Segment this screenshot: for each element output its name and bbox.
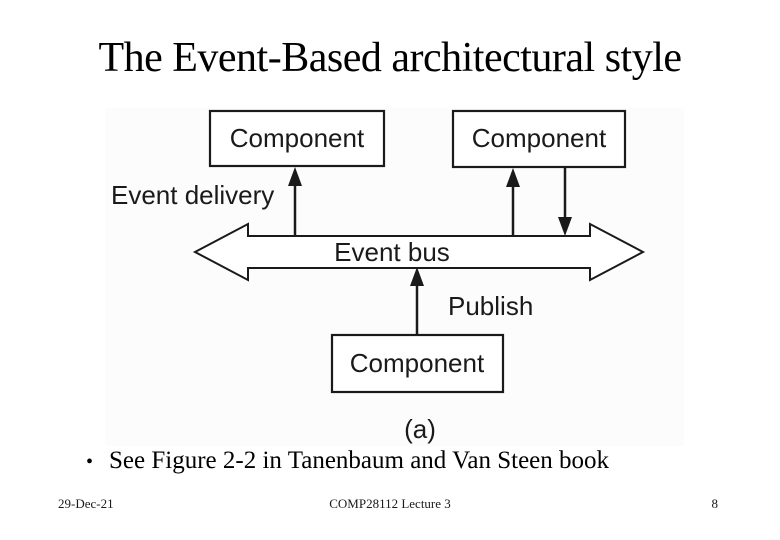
page-title: The Event-Based architectural style xyxy=(98,35,682,81)
component-label-bottom: Component xyxy=(350,348,485,378)
component-label-top-right: Component xyxy=(472,123,607,153)
event-bus-diagram: Component Component Component Event deli… xyxy=(111,109,646,444)
arrow-up-icon xyxy=(288,167,302,186)
event-based-architecture-figure: Component Component Component Event deli… xyxy=(105,108,684,446)
arrow-up-icon xyxy=(506,168,520,187)
arrow-down-icon xyxy=(558,217,572,236)
component-box-bottom xyxy=(330,333,505,394)
arrow-up-icon xyxy=(410,267,424,286)
figure-caption: (a) xyxy=(404,414,436,444)
footer-date: 29-Dec-21 xyxy=(58,496,114,511)
footer-course-label: COMP28112 Lecture 3 xyxy=(329,496,451,511)
event-bus-arrow-shape xyxy=(192,222,646,282)
event-delivery-label: Event delivery xyxy=(111,180,274,210)
bullet-item: • See Figure 2-2 in Tanenbaum and Van St… xyxy=(86,446,609,477)
bullet-icon: • xyxy=(86,451,94,473)
component-box-top-right xyxy=(451,109,627,169)
slide-number: 8 xyxy=(711,496,719,511)
event-bus-label: Event bus xyxy=(334,237,450,267)
component-box-top-left xyxy=(208,109,386,168)
publish-label: Publish xyxy=(448,291,533,321)
component-label-top-left: Component xyxy=(230,123,365,153)
bullet-text: See Figure 2-2 in Tanenbaum and Van Stee… xyxy=(109,447,610,474)
